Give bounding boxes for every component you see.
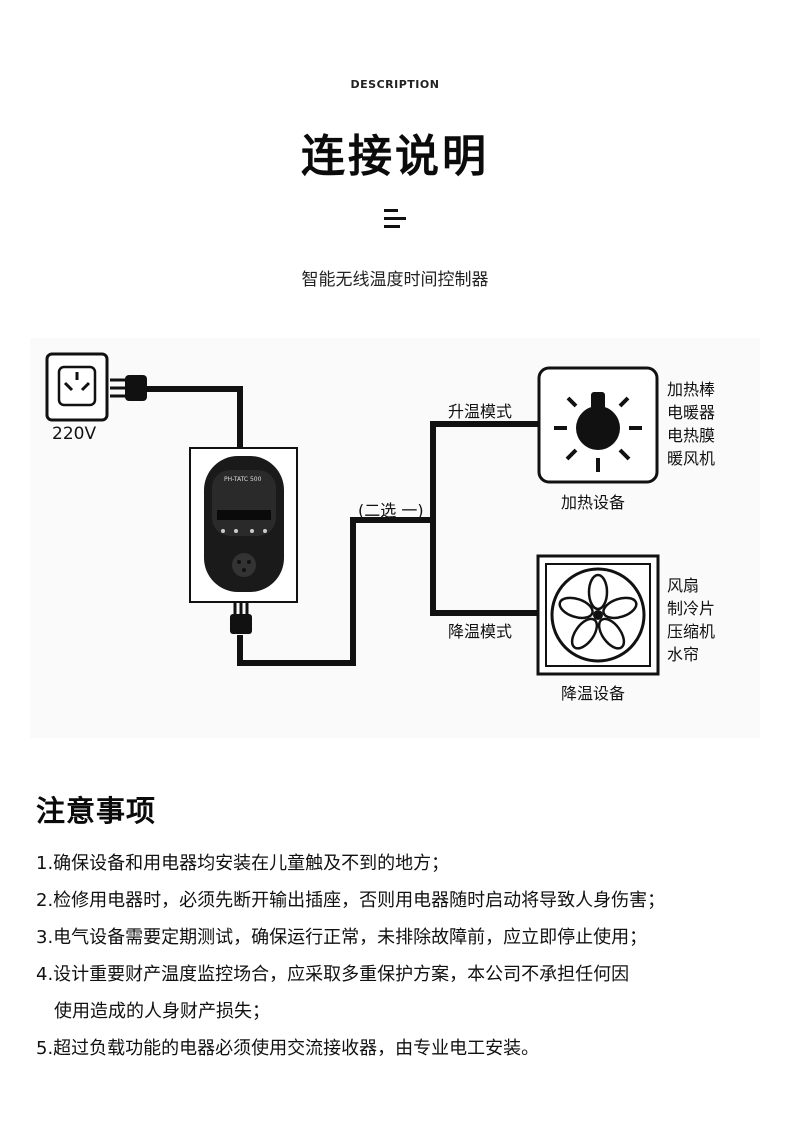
note-item: 1.确保设备和用电器均安装在儿童触及不到的地方； [36,853,450,874]
wall-outlet-icon [45,352,109,422]
page-title: 连接说明 [301,131,489,182]
notes-title: 注意事项 [36,794,157,828]
notes-list: 1.确保设备和用电器均安装在儿童触及不到的地方； 2.检修用电器时，必须先断开输… [36,845,766,1067]
note-item: 5.超过负载功能的电器必须使用交流接收器，由专业电工安装。 [36,1038,540,1059]
product-subtitle: 智能无线温度时间控制器 [301,270,489,290]
cool-mode-label: 降温模式 [448,622,513,641]
wiring-drawing [45,352,660,676]
heat-item: 电热膜 [667,426,716,445]
wires [146,386,538,666]
voltage-label: 220V [52,424,97,444]
light-bulb-icon [537,366,659,484]
heat-mode-label: 升温模式 [448,402,513,421]
input-plug-icon [110,375,147,401]
note-item: 4.设计重要财产温度监控场合，应采取多重保护方案，本公司不承担任何因 [36,964,630,985]
heat-equipment-label: 加热设备 [561,493,626,512]
cool-equipment-label: 降温设备 [561,684,626,703]
cool-item: 水帘 [667,645,700,664]
heat-items-list: 加热棒 电暖器 电热膜 暖风机 [667,378,715,470]
note-item: 3.电气设备需要定期测试，确保运行正常，未排除故障前，应立即停止使用； [36,927,648,948]
cool-items-list: 风扇 制冷片 压缩机 水帘 [667,574,715,666]
section-eyebrow: DESCRIPTION [350,78,440,91]
note-continuation: 使用造成的人身财产损失； [54,1001,270,1022]
heat-item: 电暖器 [667,403,716,422]
cool-item: 风扇 [667,576,700,595]
note-item: 2.检修用电器时，必须先断开输出插座，否则用电器随时启动将导致人身伤害； [36,890,666,911]
output-plug-icon [230,602,252,634]
heat-item: 暖风机 [667,449,716,468]
select-one-label: (二选 一) [358,501,424,520]
fan-icon [536,554,660,676]
cool-item: 压缩机 [667,622,716,641]
device-model-label: PH-TATC 500 [224,476,262,483]
heat-item: 加热棒 [667,380,716,399]
cool-item: 制冷片 [667,599,716,618]
connection-diagram: 220V PH-TATC 500 (二选 一) 升温模式 降温模式 加热设备 降… [30,338,760,738]
note-item-continued: 使用造成的人身财产损失； [36,993,766,1030]
menu-lines-icon [384,209,406,229]
controller-device [189,447,298,603]
